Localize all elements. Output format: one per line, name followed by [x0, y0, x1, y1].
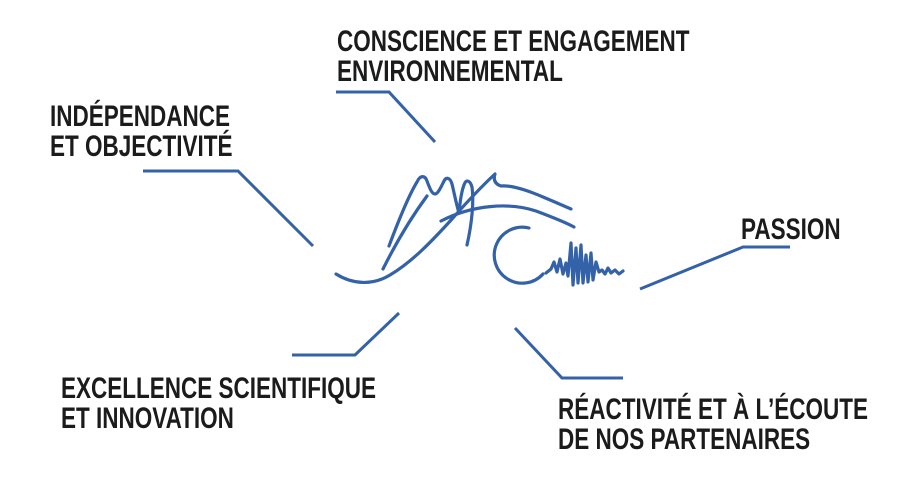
label-passion: PASSION: [741, 215, 841, 245]
label-partners-line1: RÉACTIVITÉ ET À L’ÉCOUTE: [558, 393, 869, 426]
wave-sketch-illustration: [334, 172, 625, 287]
seismograph-scribble: [544, 241, 625, 287]
connector-environment: [336, 90, 437, 144]
wave-peak-stem: [381, 194, 429, 271]
wave-peaks: [387, 175, 475, 248]
connector-passion: [639, 245, 790, 291]
label-independence-line2: ET OBJECTIVITÉ: [50, 130, 233, 163]
label-environment: CONSCIENCE ET ENGAGEMENT ENVIRONNEMENTAL: [337, 27, 690, 87]
label-partners-line2: DE NOS PARTENAIRES: [558, 423, 811, 456]
connector-independence: [143, 169, 315, 248]
connector-partners: [513, 326, 623, 380]
label-environment-line1: CONSCIENCE ET ENGAGEMENT: [337, 25, 690, 58]
connector-lines: [143, 90, 790, 380]
wave-swoosh-and-fin: [334, 172, 573, 284]
label-excellence: EXCELLENCE SCIENTIFIQUE ET INNOVATION: [61, 374, 376, 434]
label-independence-line1: INDÉPENDANCE: [50, 100, 231, 133]
label-independence: INDÉPENDANCE ET OBJECTIVITÉ: [50, 102, 233, 162]
connector-excellence: [292, 311, 401, 357]
label-excellence-line1: EXCELLENCE SCIENTIFIQUE: [61, 372, 377, 405]
label-partners: RÉACTIVITÉ ET À L’ÉCOUTE DE NOS PARTENAI…: [558, 395, 868, 455]
wave-crest-arc: [439, 204, 576, 229]
label-excellence-line2: ET INNOVATION: [61, 402, 234, 435]
wave-curl-spiral: [492, 225, 545, 285]
label-passion-line1: PASSION: [741, 213, 841, 246]
label-environment-line2: ENVIRONNEMENTAL: [337, 55, 563, 88]
